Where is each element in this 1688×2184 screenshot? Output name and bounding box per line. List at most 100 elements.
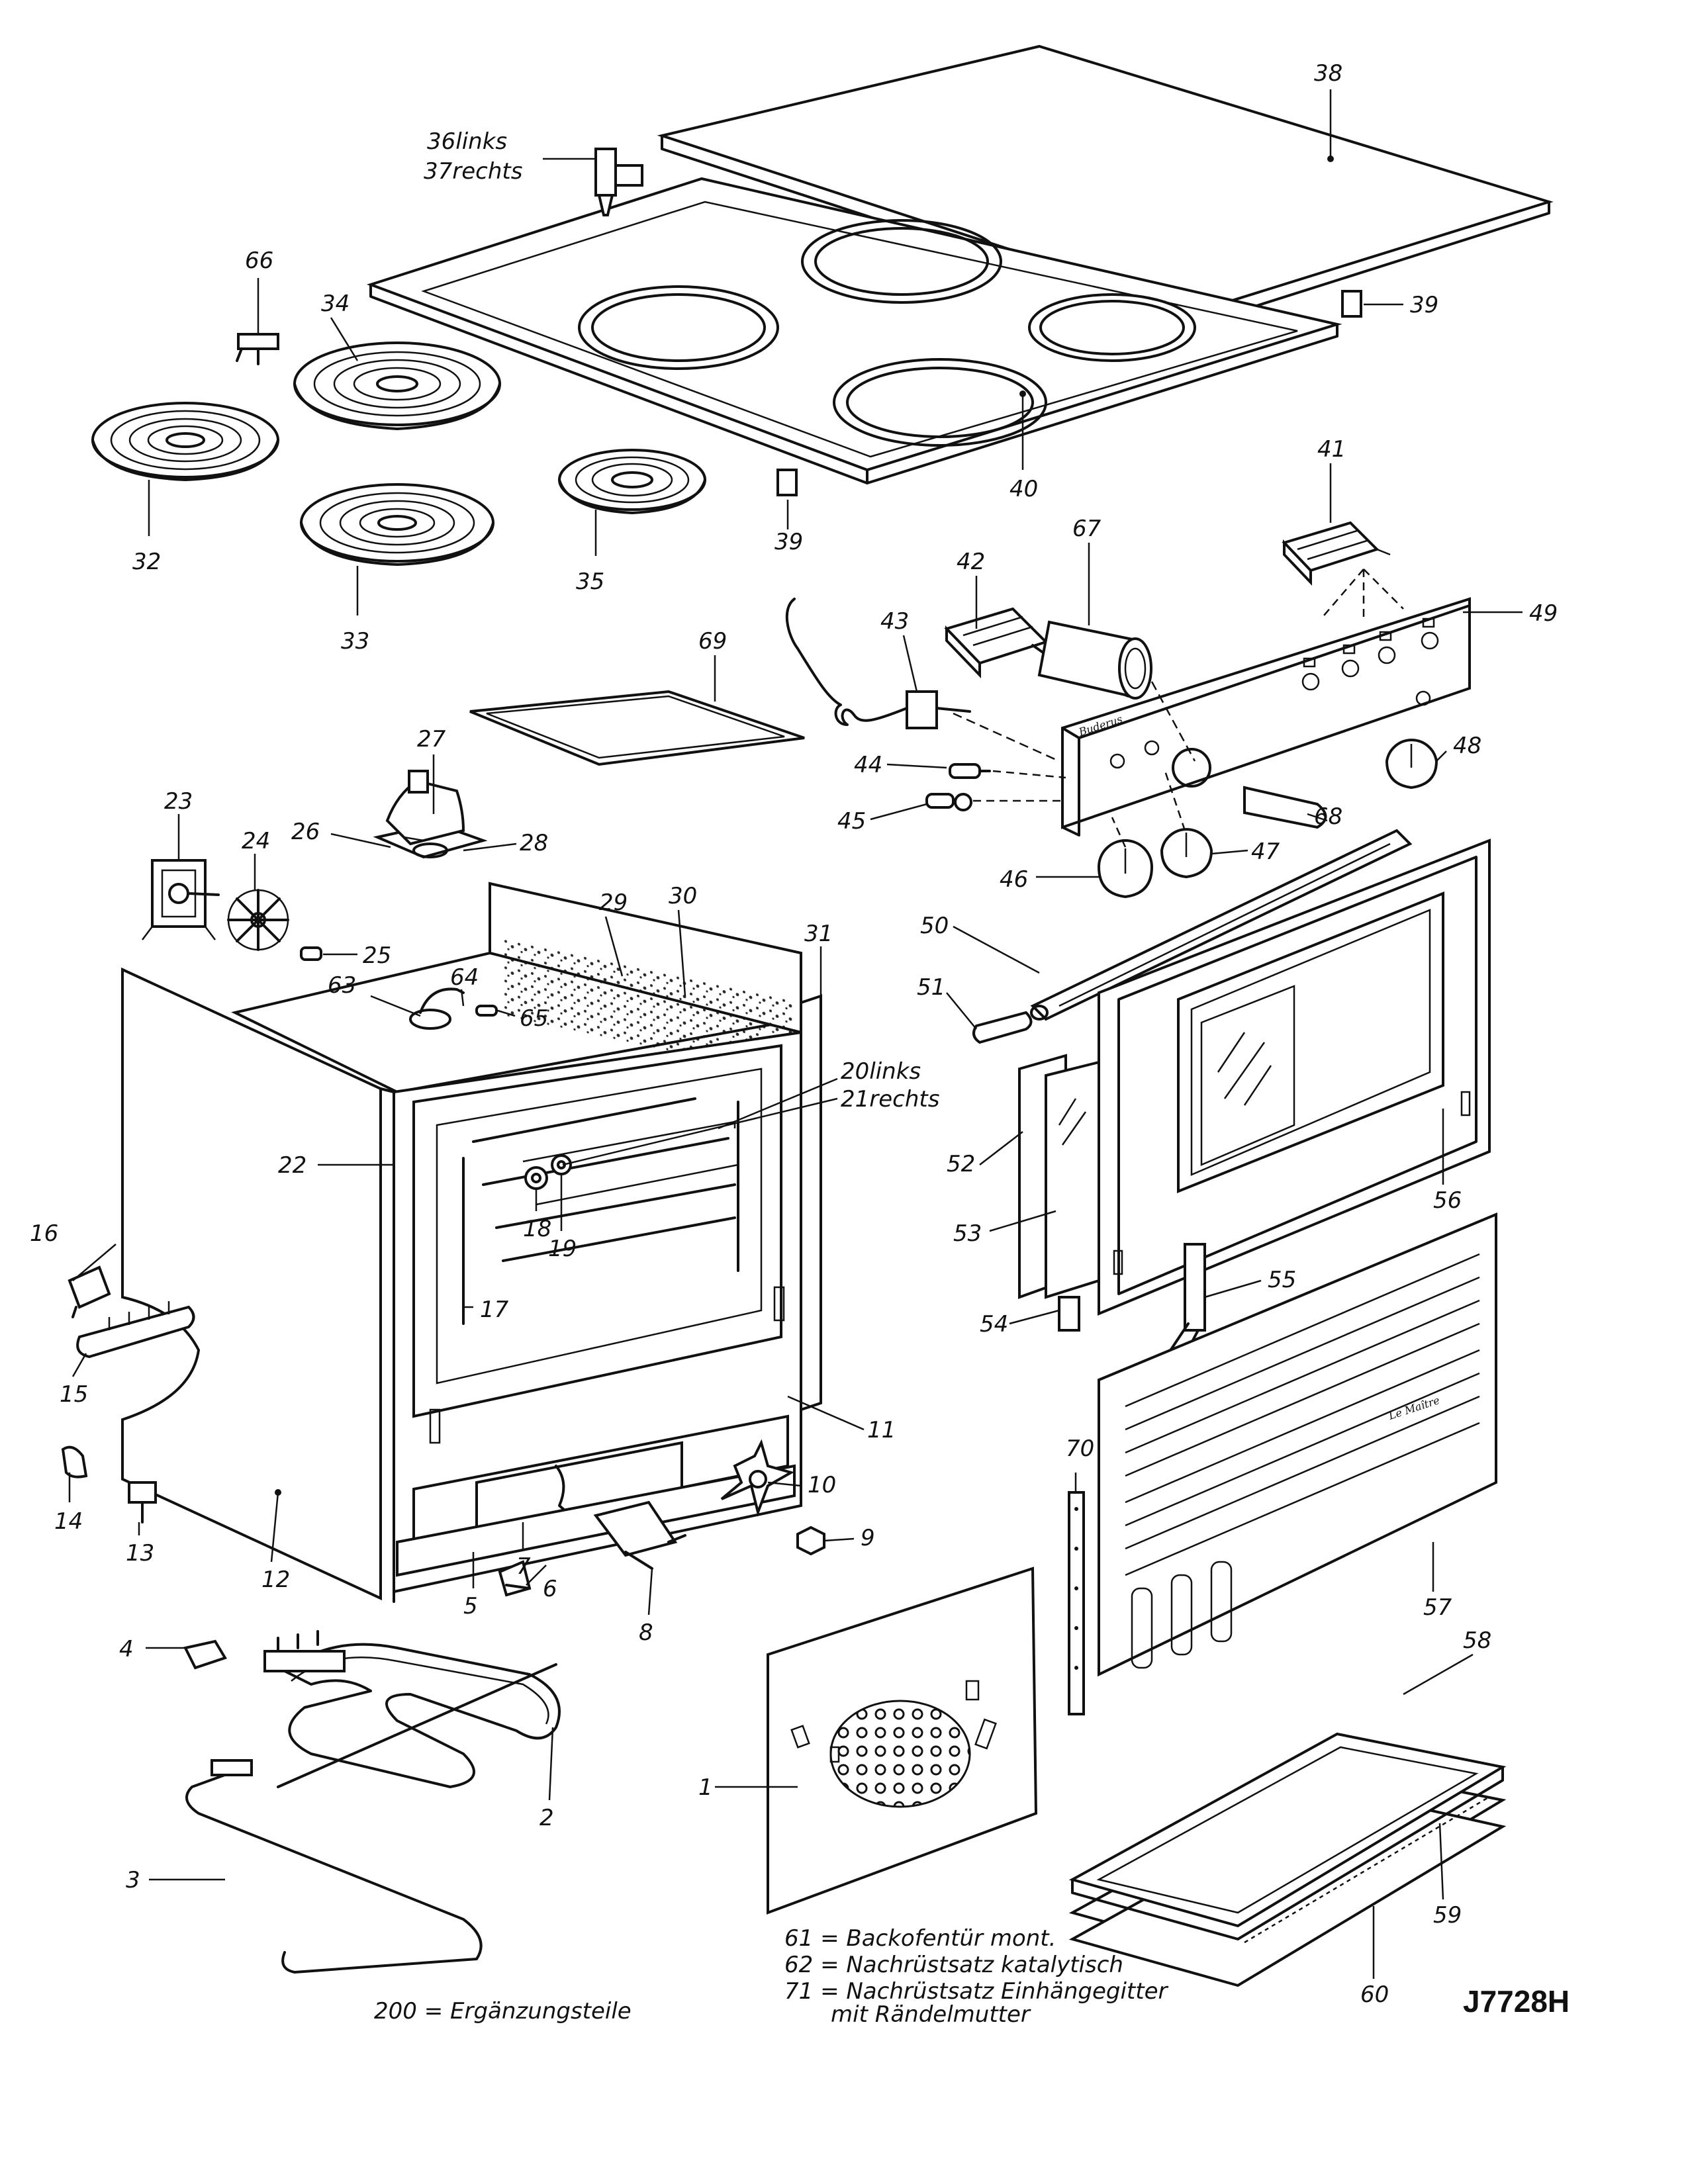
- label-9: 9: [861, 1525, 875, 1551]
- label-66: 66: [245, 248, 273, 274]
- knob-46: [1097, 817, 1154, 899]
- hotplate-34: [293, 341, 501, 430]
- switch-42: [944, 607, 1067, 678]
- door-panel-57: Le Maître: [1098, 1212, 1497, 1677]
- label-46: 46: [1000, 866, 1028, 893]
- clip-39-left: [776, 469, 798, 496]
- label-10: 10: [808, 1472, 836, 1498]
- label-20: 20links: [841, 1058, 921, 1085]
- legend: 61 = Backofentür mont. 62 = Nachrüstsatz…: [784, 1925, 1169, 2028]
- handle-end-51: [972, 1011, 1033, 1044]
- label-34: 34: [321, 291, 350, 317]
- label-23: 23: [164, 788, 193, 815]
- label-70: 70: [1066, 1435, 1094, 1462]
- oven-door-56: [1098, 839, 1491, 1316]
- label-12: 12: [261, 1567, 290, 1593]
- label-41: 41: [1317, 436, 1346, 463]
- part-63-64-65: [409, 987, 498, 1030]
- label-52: 52: [947, 1151, 975, 1177]
- baking-trays: [1068, 1732, 1507, 1987]
- legend-71: 71 = Nachrüstsatz Einhängegitter: [784, 1978, 1169, 2005]
- convection-fan-10: [720, 1439, 795, 1517]
- glass-52-53: [1018, 1054, 1100, 1299]
- label-26: 26: [291, 819, 320, 845]
- label-40: 40: [1009, 476, 1038, 502]
- heating-element-2: [263, 1630, 561, 1788]
- label-67: 67: [1072, 516, 1102, 542]
- hinge-36-37: [594, 148, 643, 216]
- label-45: 45: [837, 808, 866, 835]
- bracket-16: [68, 1265, 111, 1318]
- knob-48: [1385, 739, 1438, 790]
- label-56: 56: [1433, 1187, 1462, 1214]
- seal-69: [469, 690, 805, 766]
- label-64: 64: [450, 964, 479, 991]
- label-25: 25: [363, 942, 391, 969]
- knob-47: [1160, 770, 1213, 879]
- hotplate-33: [300, 483, 494, 566]
- label-68: 68: [1314, 803, 1342, 830]
- label-37: 37rechts: [424, 158, 522, 185]
- fan-motor-23: [142, 859, 220, 940]
- label-21: 21rechts: [841, 1086, 939, 1113]
- bracket-6: [498, 1560, 532, 1597]
- label-19: 19: [548, 1236, 577, 1262]
- bracket-4: [183, 1639, 227, 1670]
- label-39-left: 39: [774, 529, 803, 555]
- terminal-block-15: [76, 1301, 195, 1359]
- label-4: 4: [119, 1636, 134, 1662]
- label-7: 7: [516, 1553, 531, 1580]
- label-18: 18: [523, 1216, 551, 1242]
- label-38: 38: [1314, 60, 1342, 87]
- label-29: 29: [599, 889, 628, 916]
- thermostat-43: [785, 598, 1060, 762]
- label-16: 16: [30, 1220, 58, 1247]
- label-60: 60: [1360, 1981, 1389, 2008]
- leader-lines: [68, 89, 1523, 1979]
- label-51: 51: [917, 974, 945, 1001]
- legend-61: 61 = Backofentür mont.: [784, 1925, 1056, 1952]
- label-6: 6: [543, 1576, 557, 1602]
- part-labels: 38 36links 37rechts 39 39 40 66 34 32 3 3…: [30, 60, 1558, 2008]
- connector-13: [128, 1481, 157, 1524]
- label-50: 50: [920, 913, 949, 939]
- control-panel: Buderus: [1061, 597, 1471, 837]
- rail-8: [593, 1500, 686, 1570]
- label-17: 17: [480, 1297, 509, 1323]
- label-47: 47: [1251, 839, 1280, 865]
- label-11: 11: [867, 1417, 896, 1443]
- legend-62: 62 = Nachrüstsatz katalytisch: [784, 1952, 1123, 1978]
- oven-cavity: [231, 882, 822, 1594]
- label-42: 42: [957, 549, 985, 575]
- label-59: 59: [1433, 1902, 1462, 1929]
- label-28: 28: [520, 830, 548, 856]
- label-57: 57: [1423, 1594, 1452, 1621]
- lamp-45: [925, 793, 1062, 811]
- label-31: 31: [804, 921, 833, 947]
- label-27: 27: [417, 726, 446, 752]
- label-35: 35: [576, 569, 604, 595]
- timer-68: [1243, 786, 1327, 829]
- label-22: 22: [278, 1152, 306, 1179]
- rear-panel-1: [767, 1567, 1038, 1915]
- label-1: 1: [698, 1774, 713, 1801]
- label-3: 3: [126, 1867, 140, 1893]
- label-2: 2: [539, 1805, 554, 1831]
- label-32: 32: [132, 549, 161, 575]
- label-54: 54: [980, 1311, 1008, 1338]
- tube-67: [1037, 620, 1196, 762]
- label-36: 36links: [427, 128, 507, 155]
- nut-9: [796, 1525, 825, 1556]
- rack-holder-19: [551, 1154, 572, 1175]
- rail-70: [1068, 1491, 1085, 1715]
- label-63: 63: [328, 972, 356, 999]
- hotplate-35: [558, 449, 706, 514]
- label-44: 44: [854, 752, 882, 778]
- label-69: 69: [698, 628, 727, 655]
- connector-66: [236, 333, 279, 365]
- label-39-right: 39: [1410, 292, 1438, 318]
- label-8: 8: [639, 1619, 653, 1646]
- label-13: 13: [126, 1540, 154, 1567]
- switch-block-41: [1282, 521, 1404, 619]
